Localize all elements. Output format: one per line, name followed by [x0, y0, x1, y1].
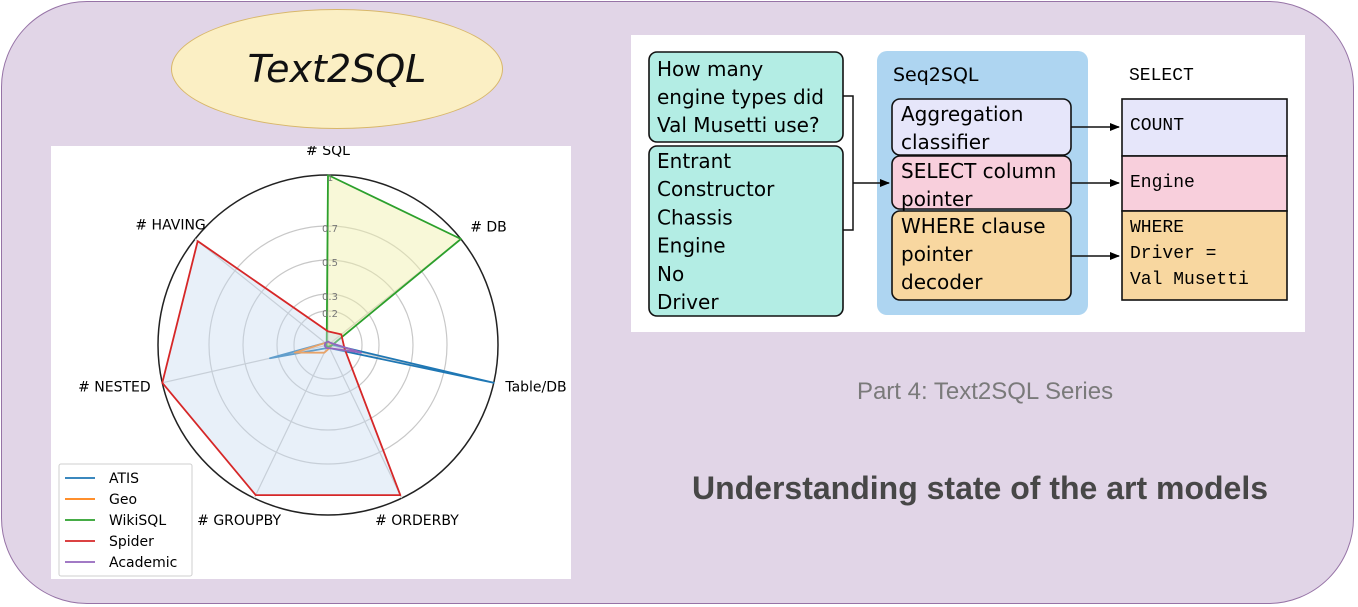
radar-axis-label: # ORDERBY: [375, 513, 459, 529]
table-column-text: Constructor: [657, 177, 775, 201]
radar-axis-label: # SQL: [306, 146, 350, 159]
legend-label: Academic: [109, 555, 177, 571]
title-pill: Text2SQL: [171, 9, 503, 129]
radar-series-academic: [323, 340, 363, 354]
module-text: SELECT column: [901, 159, 1056, 183]
question-box: [648, 51, 844, 143]
radar-axis-label: Table/DB: [504, 379, 566, 395]
table-column-text: Chassis: [657, 205, 733, 229]
radar-chart: 0.2 0.3 0.5 0.7 1 # SQL # DB Table/DB # ORDERBY #…: [58, 146, 567, 577]
output-box: [1121, 155, 1288, 212]
radial-tick-label: 0.3: [322, 292, 338, 303]
table-column-text: Entrant: [657, 149, 731, 173]
module-text: classifier: [901, 130, 990, 154]
radial-tick-label: 0.2: [322, 309, 338, 320]
series-subtitle: Part 4: Text2SQL Series: [856, 378, 1114, 405]
table-column-text: Engine: [657, 234, 726, 258]
radar-axis-label: # GROUPBY: [197, 513, 281, 529]
question-text: Val Musetti use?: [657, 113, 820, 137]
table-column-text: Driver: [657, 290, 719, 314]
output-box: [1121, 98, 1288, 157]
radar-series-wikisql: [325, 174, 462, 348]
legend-label: Spider: [109, 534, 154, 550]
table-column-text: No: [657, 262, 684, 286]
output-text: Engine: [1130, 173, 1195, 193]
module-text: pointer: [901, 242, 973, 266]
output-text: Driver =: [1130, 244, 1216, 264]
radar-series-spider: [161, 240, 402, 497]
radial-tick-label: 0.7: [322, 224, 338, 235]
radar-series-geo: [293, 340, 333, 354]
radar-axis-label: # NESTED: [78, 379, 151, 395]
module-text: decoder: [901, 270, 983, 294]
select-keyword: SELECT: [1129, 66, 1194, 86]
headline: Understanding state of the art models: [691, 470, 1269, 506]
radar-spoke: [253, 344, 329, 499]
legend-label: WikiSQL: [109, 513, 166, 529]
seq2sql-label: Seq2SQL: [893, 64, 979, 86]
input-bracket: [843, 95, 854, 231]
radar-spoke: [327, 344, 403, 499]
output-text: COUNT: [1130, 116, 1184, 136]
radar-axis-label: # HAVING: [135, 218, 205, 234]
radial-tick-label: 0.5: [322, 258, 338, 269]
legend-label: Geo: [109, 492, 137, 508]
legend-label: ATIS: [109, 471, 139, 487]
module-text: Aggregation: [901, 102, 1023, 126]
module-text: WHERE clause: [901, 214, 1046, 238]
module-text: pointer: [901, 187, 973, 211]
table-columns-box: [648, 145, 844, 317]
output-box: [1121, 210, 1288, 301]
radar-spoke: [194, 238, 329, 346]
radar-chart-panel: 0.2 0.3 0.5 0.7 1 # SQL # DB Table/DB # ORDERBY #…: [51, 146, 571, 579]
question-text: engine types did: [657, 85, 824, 109]
output-text: WHERE: [1130, 218, 1184, 238]
title: Text2SQL: [247, 47, 427, 91]
output-text: Val Musetti: [1130, 270, 1249, 290]
radial-tick-label: 1: [327, 173, 333, 184]
question-text: How many: [657, 57, 763, 81]
legend-box: [58, 463, 193, 577]
radar-axis-label: # DB: [470, 220, 507, 236]
